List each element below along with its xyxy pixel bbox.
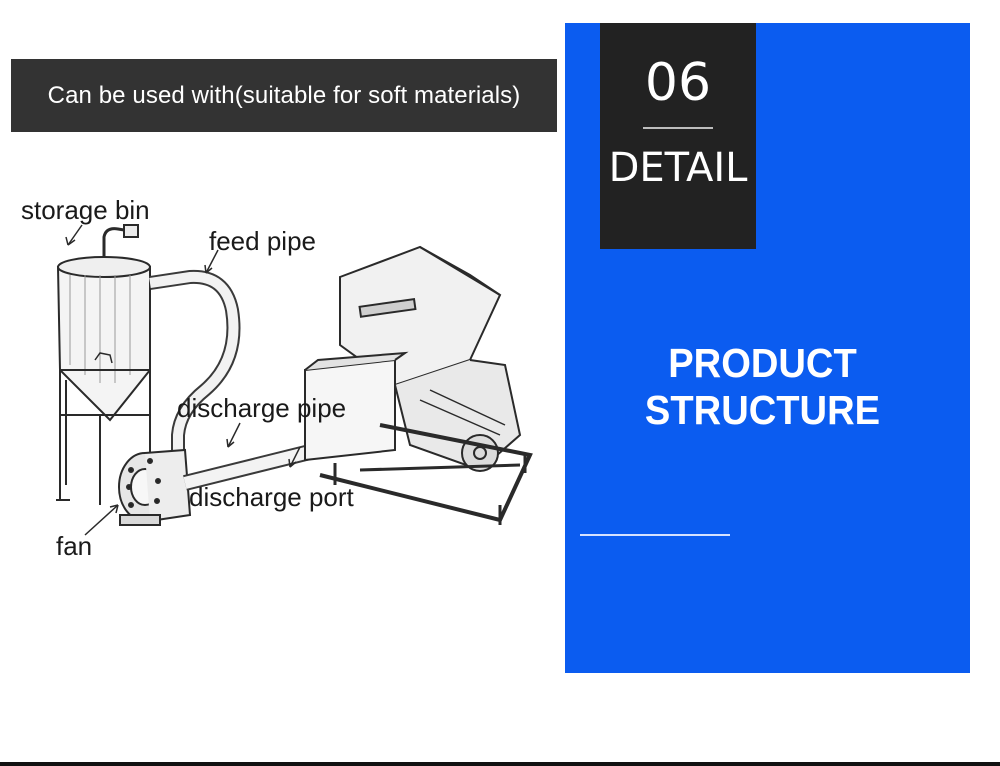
label-discharge-pipe: discharge pipe [177,393,347,423]
section-tag: 06 DETAIL [600,23,756,249]
label-discharge-port: discharge port [189,482,354,512]
crusher-drawing [304,245,533,525]
fan-drawing [118,448,192,526]
label-arrows [65,224,301,536]
banner-text: Can be used with(suitable for soft mater… [47,81,521,109]
section-number: 06 [644,53,712,113]
section-headline: PRODUCT STRUCTURE [644,340,881,433]
feed-pipe-drawing [148,269,241,450]
storage-bin-drawing [56,224,151,505]
label-fan: fan [56,531,93,561]
section-word: DETAIL [608,145,748,191]
bottom-divider [0,762,1000,766]
section-tag-divider [643,127,713,129]
headline-underline [580,534,730,536]
machine-diagram [56,224,533,536]
label-storage-bin: storage bin [21,195,150,225]
label-feed-pipe: feed pipe [209,226,316,256]
info-banner: Can be used with(suitable for soft mater… [11,59,557,132]
